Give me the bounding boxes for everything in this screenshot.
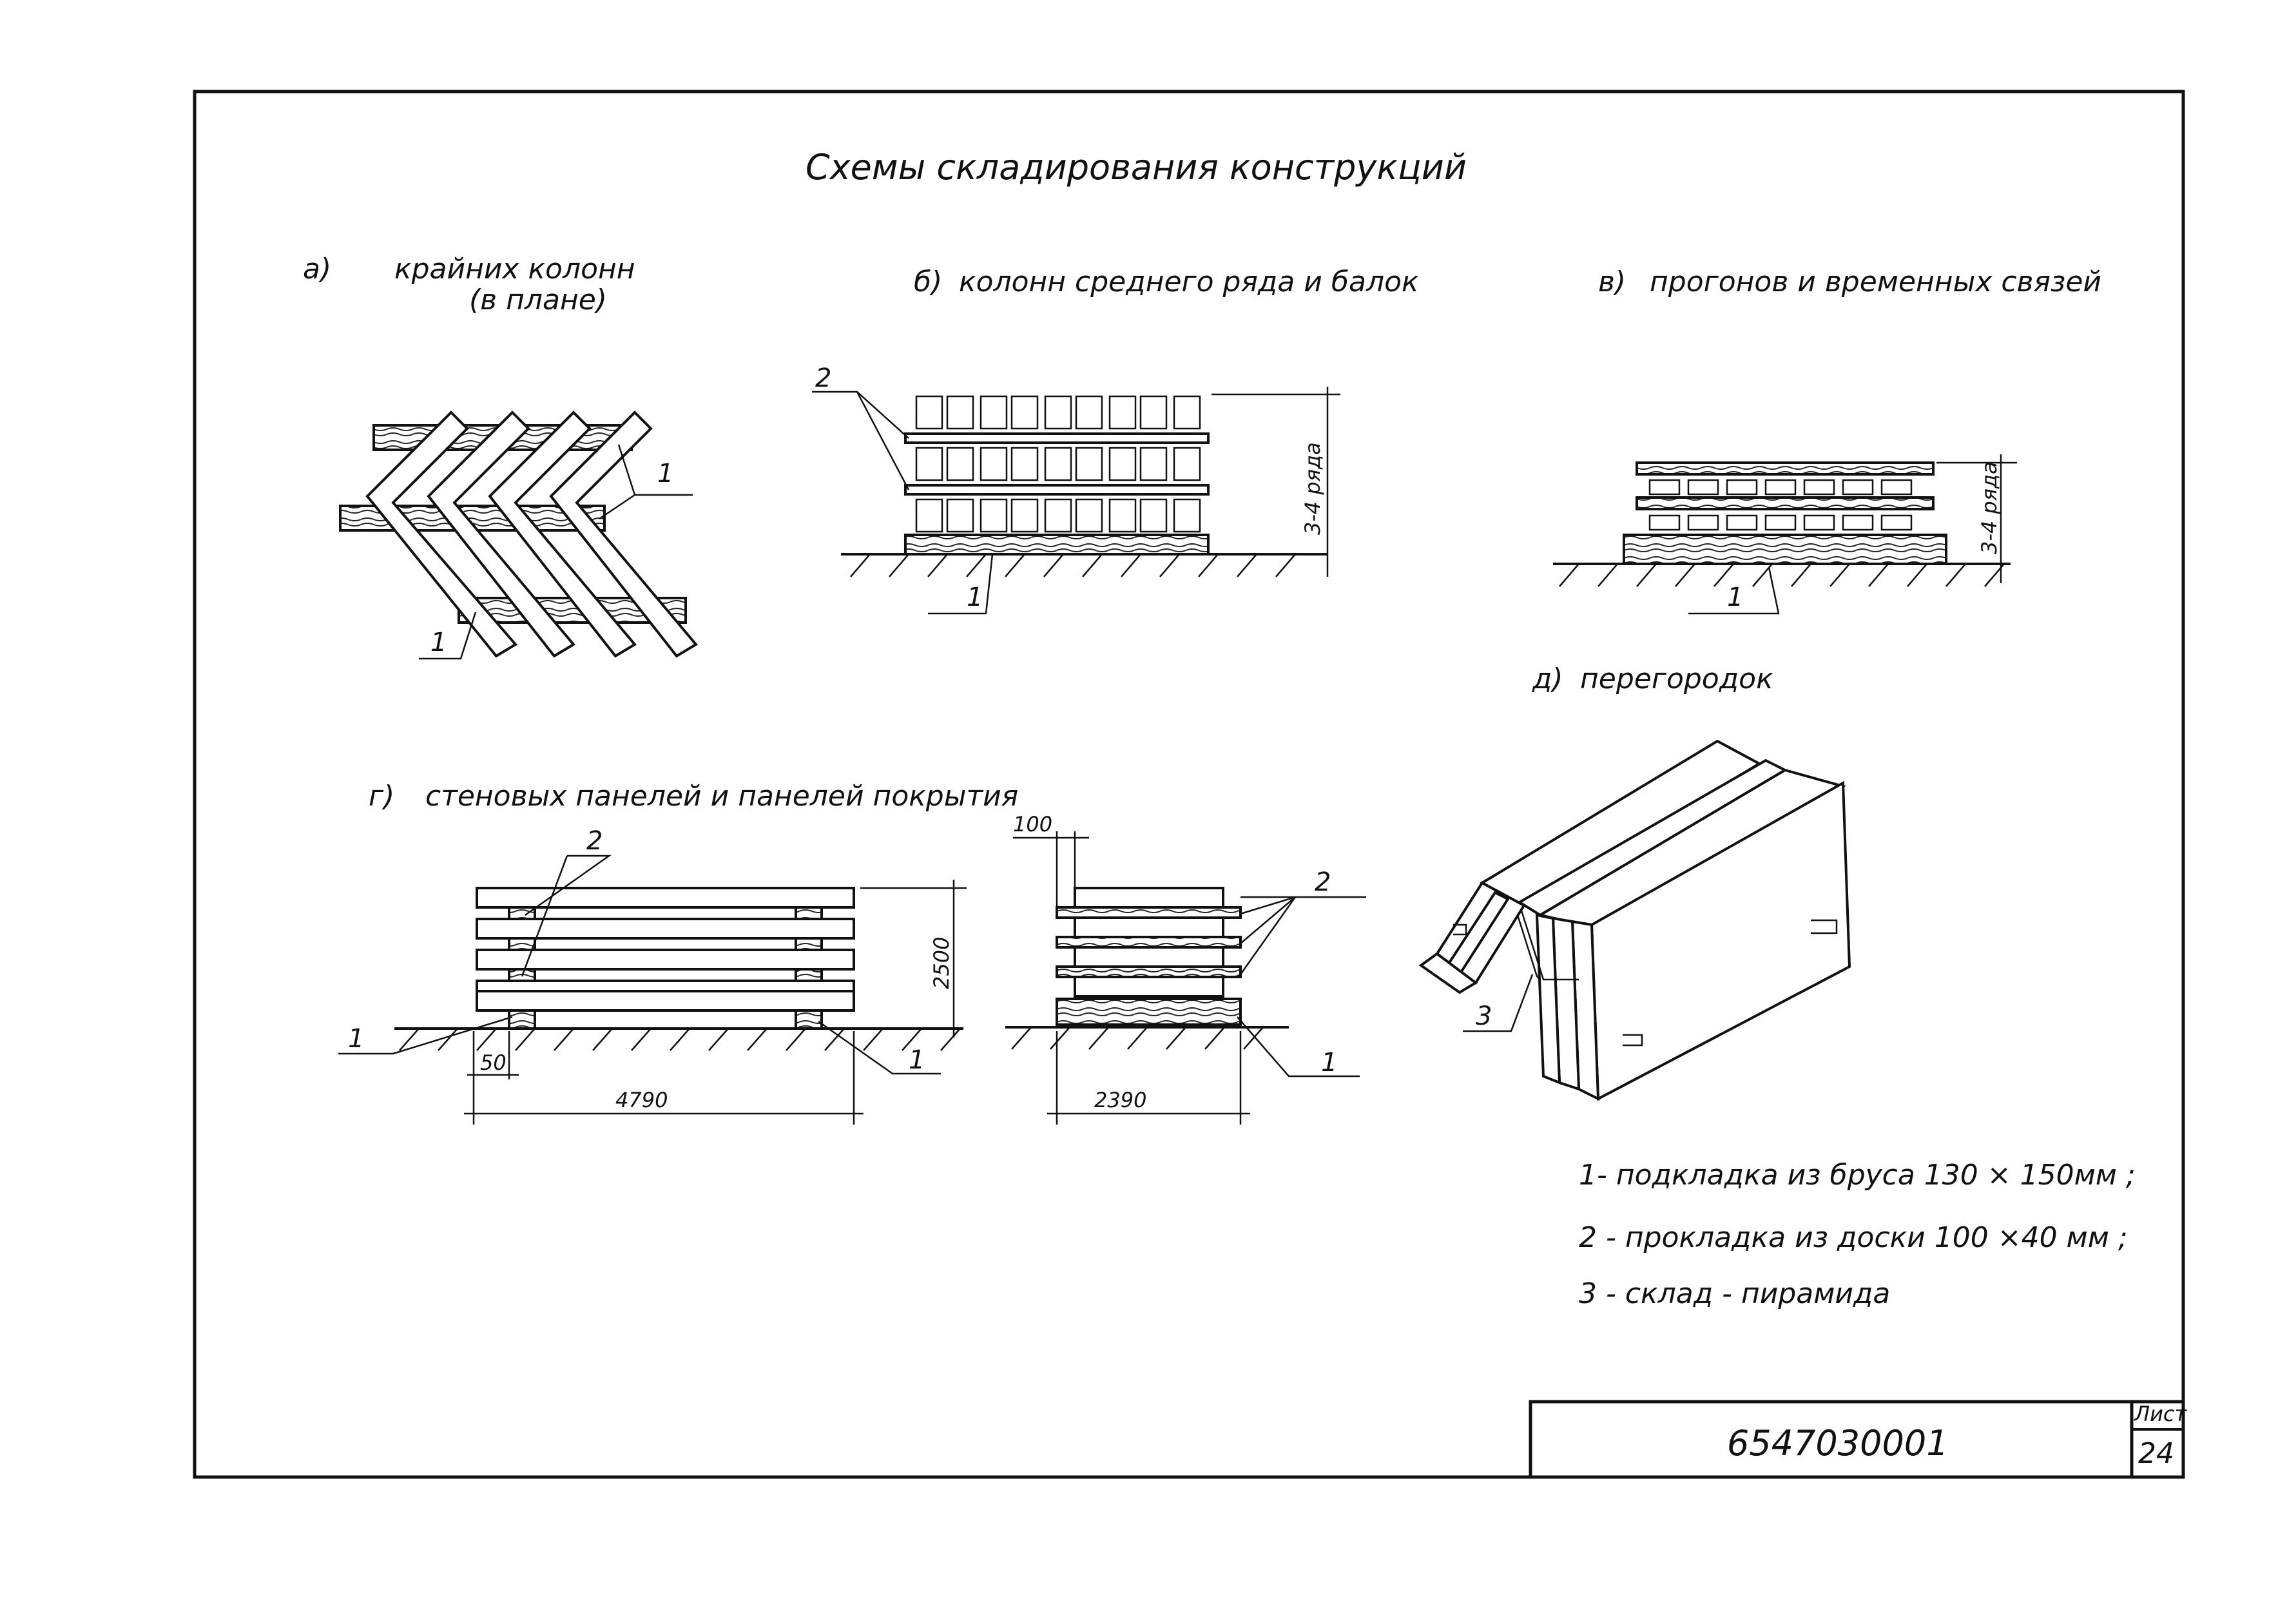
- scheme-d: д) перегородок 3: [1418, 662, 1851, 1101]
- callout-3-d: 3: [1476, 1001, 1492, 1031]
- scheme-g-letter: г): [369, 780, 394, 813]
- sheet-number: 24: [2138, 1437, 2174, 1470]
- dim-width-2390: 2390: [1094, 1088, 1146, 1112]
- purlin-stack: [1623, 461, 1947, 565]
- scheme-b-height-note: 3-4 ряда: [1300, 442, 1325, 535]
- scheme-v-caption: прогонов и временных связей: [1650, 266, 2101, 298]
- wall-panel-stack: [476, 887, 855, 1030]
- scheme-a-letter: а): [303, 253, 331, 285]
- partition-pyramid: [1418, 739, 1851, 1101]
- column-stack: [904, 395, 1210, 556]
- callout-2-g-side: 2: [1315, 867, 1331, 897]
- document-code: 6547030001: [1727, 1423, 1949, 1464]
- dim-height-2500: 2500: [929, 937, 954, 989]
- callout-2-g: 2: [586, 826, 603, 856]
- scheme-g-caption: стеновых панелей и панелей покрытия: [425, 780, 1018, 813]
- scheme-d-caption: перегородок: [1580, 662, 1773, 695]
- legend-item-1: 1- подкладка из бруса 130 × 150мм ;: [1579, 1159, 2136, 1192]
- callout-1-g-left: 1: [348, 1024, 364, 1054]
- legend-item-3: 3 - склад - пирамида: [1579, 1277, 1890, 1310]
- drawing-title: Схемы складирования конструкций: [806, 147, 1467, 188]
- dim-gap-100: 100: [1013, 812, 1052, 836]
- callout-1-g-side: 1: [1321, 1048, 1337, 1078]
- title-block: 6547030001 Лист 24: [1529, 1400, 2187, 1479]
- callout-1-v: 1: [1727, 583, 1743, 612]
- wall-panel-side-view: [1056, 887, 1242, 1026]
- callout-1-a-bottom: 1: [430, 628, 447, 657]
- scheme-b-letter: б): [914, 266, 942, 298]
- scheme-g: г) стеновых панелей и панелей покрытия: [338, 780, 1366, 1125]
- callout-2-b: 2: [815, 363, 831, 393]
- scheme-d-letter: д): [1532, 662, 1563, 695]
- dim-length-4790: 4790: [615, 1088, 668, 1112]
- chevron-columns: [365, 411, 699, 658]
- scheme-v-letter: в): [1598, 266, 1626, 298]
- scheme-b-caption: колонн среднего ряда и балок: [959, 266, 1419, 298]
- sleeper-b: [904, 534, 1210, 556]
- sleeper-v: [1623, 534, 1947, 565]
- scheme-b: б) колонн среднего ряда и балок: [812, 266, 1419, 615]
- dim-offset-50: 50: [480, 1050, 507, 1075]
- callout-1-g-right: 1: [909, 1045, 925, 1075]
- legend-item-2: 2 - прокладка из доски 100 ×40 мм ;: [1579, 1221, 2128, 1254]
- callout-1-b: 1: [967, 583, 983, 612]
- scheme-v: в) прогонов и временных связей 3-4: [1553, 266, 2101, 615]
- scheme-a: а) крайних колонн (в плане) 1 1: [303, 253, 699, 660]
- scheme-v-height-note: 3-4 ряда: [1977, 461, 2002, 554]
- callout-1-a-top: 1: [657, 459, 673, 488]
- legend: 1- подкладка из бруса 130 × 150мм ; 2 - …: [1579, 1159, 2136, 1310]
- scheme-a-caption-sub: (в плане): [469, 284, 607, 316]
- scheme-a-caption: крайних колонн: [394, 253, 635, 285]
- drawing-frame: [193, 90, 2185, 1479]
- sheet-label: Лист: [2134, 1402, 2187, 1426]
